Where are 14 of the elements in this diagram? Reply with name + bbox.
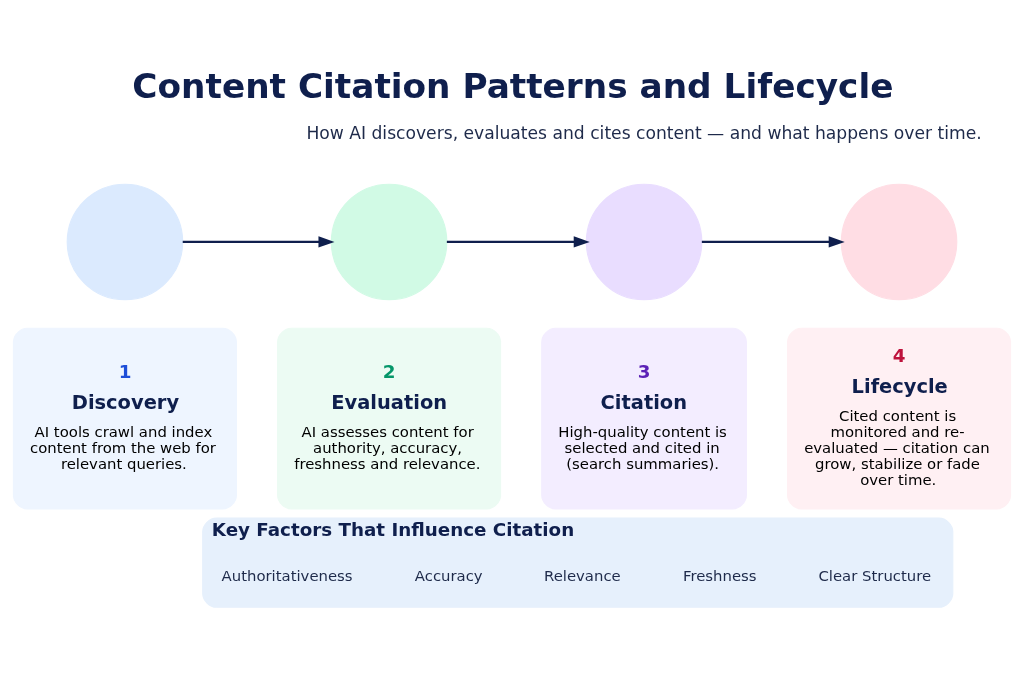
node-text: Authoritativeness xyxy=(221,566,353,585)
diagram-title: Content Citation Patterns and Lifecycle xyxy=(132,65,894,106)
node-text: Relevance xyxy=(544,566,621,585)
arrow xyxy=(446,235,590,248)
node-text: Freshness xyxy=(682,566,757,585)
node-circle xyxy=(66,183,184,300)
arrow xyxy=(701,235,845,248)
node-text: Clear Structure xyxy=(818,566,932,585)
node-circle xyxy=(840,183,958,300)
node-circle xyxy=(330,183,448,300)
label: How AI discovers, evaluates and cites content — and what happens over time. xyxy=(306,122,982,143)
arrow xyxy=(182,235,335,248)
node-circle xyxy=(585,183,703,300)
node-text: Accuracy xyxy=(414,566,483,585)
